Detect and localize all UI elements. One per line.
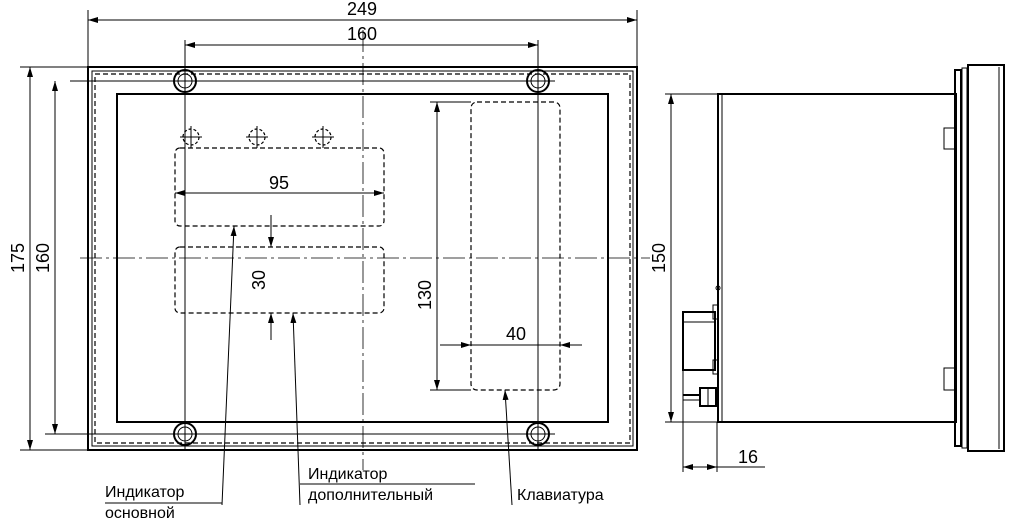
dimension-label: 175 [8,243,28,273]
keyboard-outline [470,101,561,391]
dimension-label: 160 [347,24,377,44]
front-inner-frame [91,70,634,447]
dimension-label: 30 [249,270,269,290]
leader-main-indicator: Индикатор основной [105,225,237,522]
dimension-label: 16 [738,447,758,467]
led-icon [180,126,334,148]
dimension-30: 30 [249,215,274,340]
side-bezel [967,64,1005,452]
dimension-160-vertical: 160 [33,81,58,434]
dimension-40: 40 [440,324,582,348]
leader-extra-indicator: Индикатор дополнительный [290,312,475,506]
label-main-indicator: Индикатор [105,484,185,501]
label-keyboard: Клавиатура [517,487,604,504]
dimension-label: 150 [649,243,669,273]
dimension-95: 95 [175,173,384,196]
label-extra-indicator: Индикатор [308,466,388,483]
dimension-160-horizontal: 160 [185,24,538,48]
dimension-label: 40 [506,324,526,344]
front-view [45,30,650,470]
label-extra-indicator: дополнительный [308,487,433,504]
dimension-175: 175 [8,66,88,451]
side-view [682,64,1005,452]
dimension-label: 130 [415,280,435,310]
screw-icon [173,69,550,446]
leader-keyboard: Клавиатура [502,389,604,506]
dimension-label: 249 [347,0,377,19]
side-tab [943,127,956,150]
dimension-150: 150 [649,93,718,423]
dimension-label: 160 [33,243,53,273]
dimension-label: 95 [269,173,289,193]
dimension-130: 130 [415,101,471,391]
side-flange [954,69,962,447]
connector-icon [682,285,721,407]
main-indicator-outline [174,147,385,227]
front-dashed-border [94,73,631,444]
side-tab [943,367,956,391]
label-main-indicator: основной [105,505,175,522]
dimension-16: 16 [682,370,765,472]
dimension-249: 249 [87,0,638,67]
side-body [717,93,957,423]
extra-indicator-outline [174,246,385,314]
front-outer-frame [87,66,638,451]
